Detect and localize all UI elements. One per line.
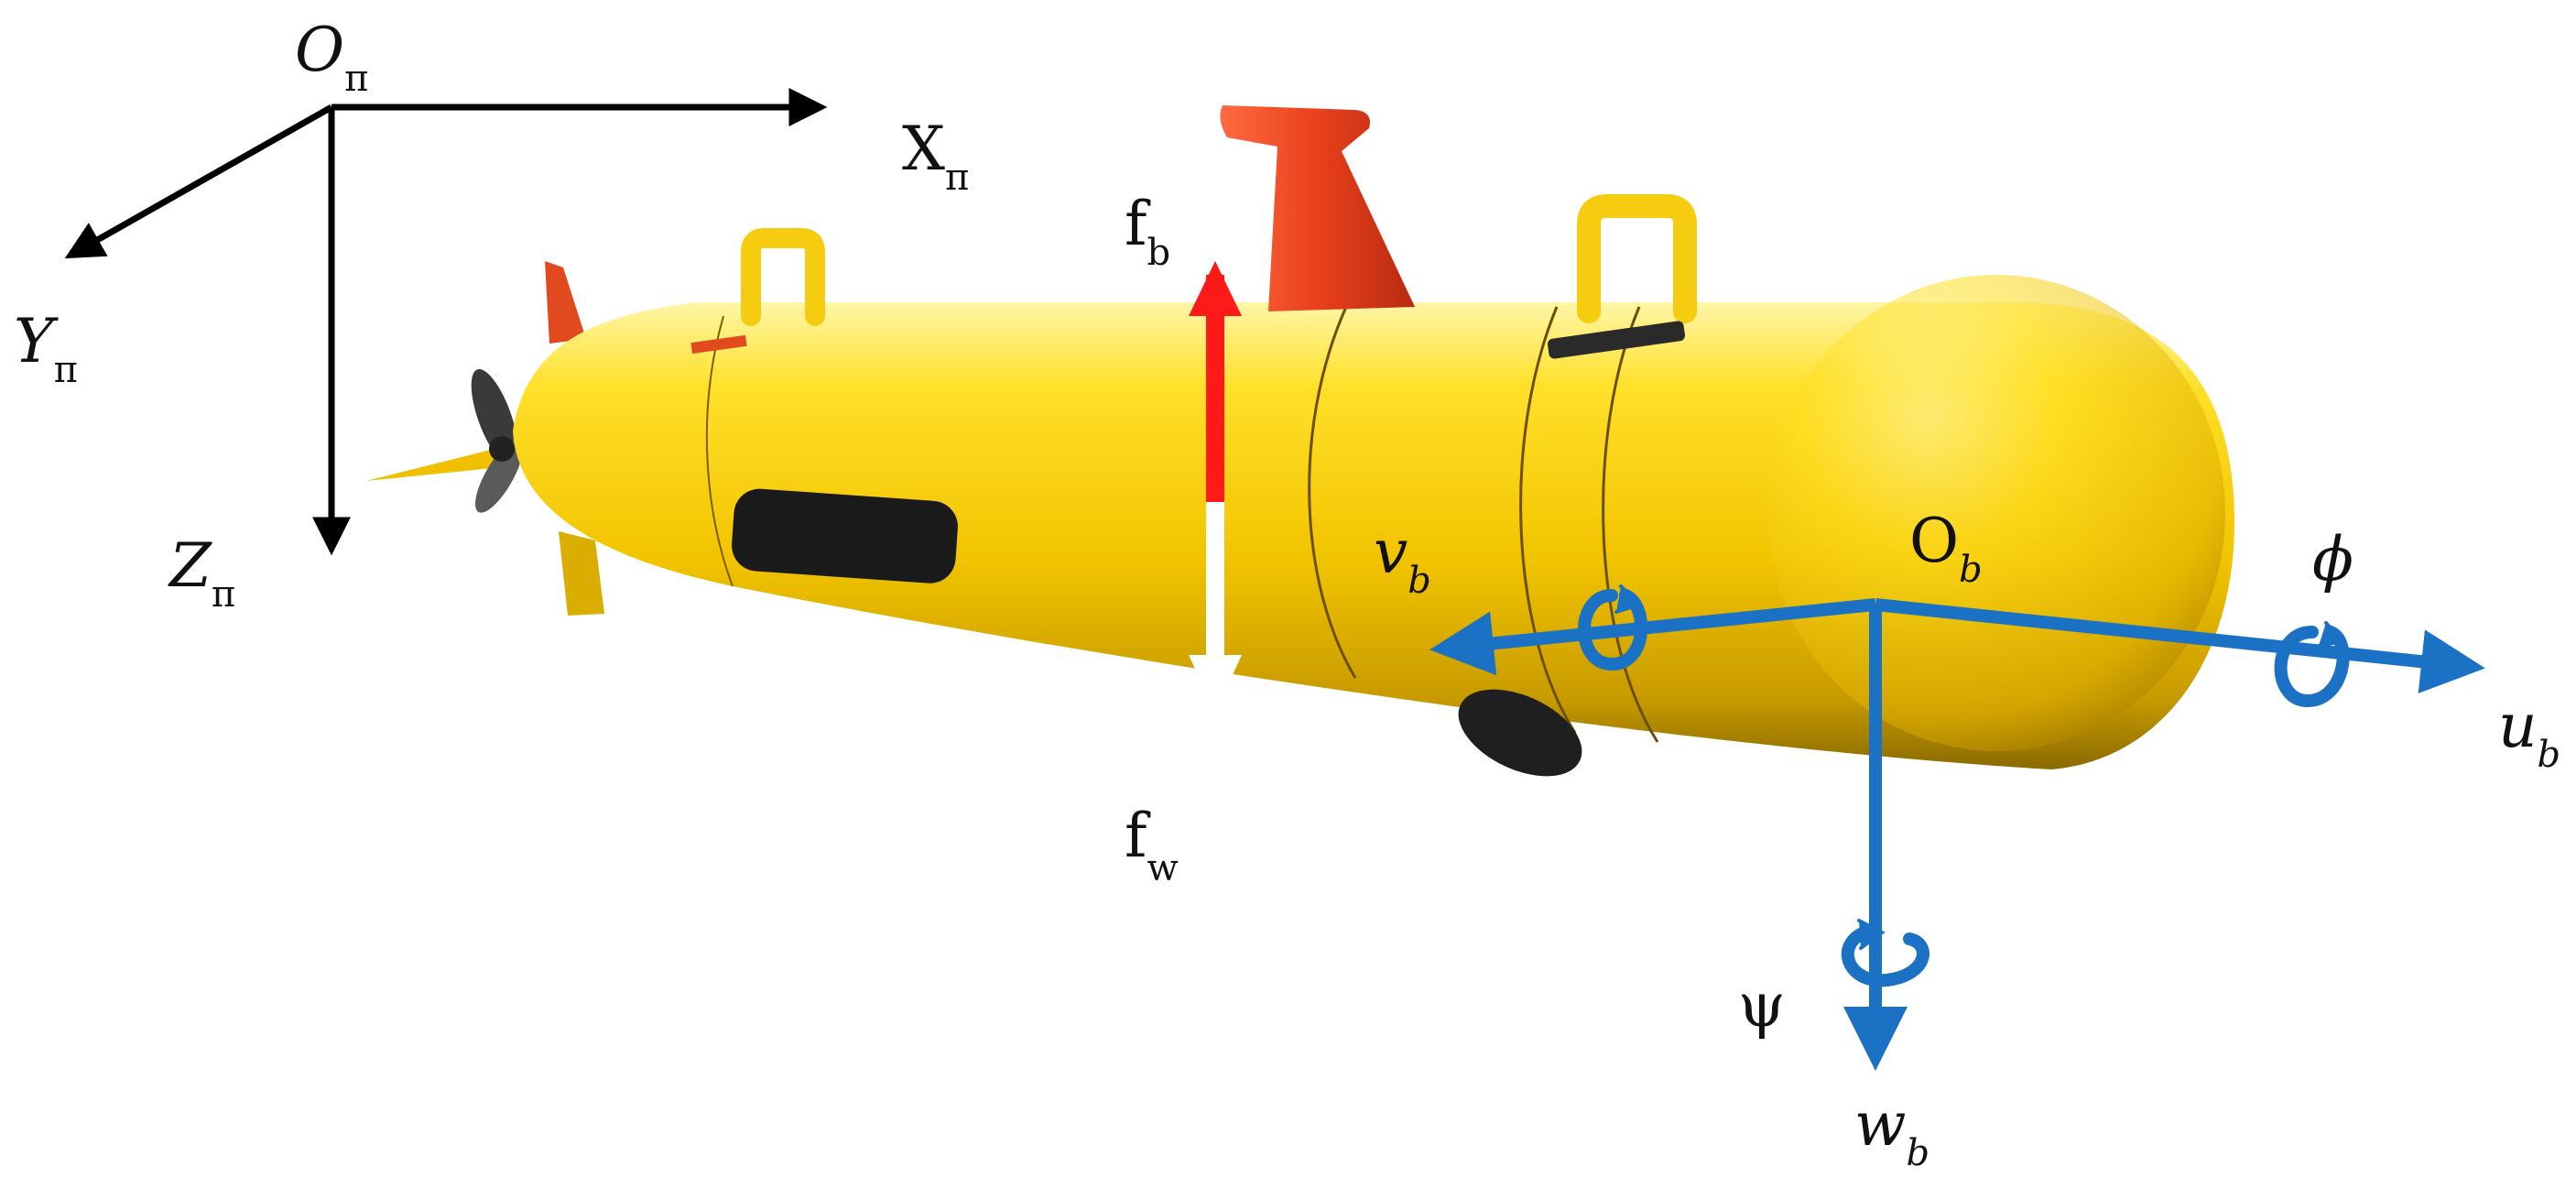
- rear-label-icon: [690, 334, 747, 354]
- w-body-label: wb: [1854, 1095, 1929, 1173]
- v-axis-arrow: [1429, 598, 1876, 676]
- z-inertial-label: Zπ: [169, 536, 235, 614]
- yaw-angle-label: ψ: [1738, 976, 1786, 1036]
- u-axis-arrow: [1875, 598, 2485, 694]
- buoyancy-arrowhead: [1189, 261, 1242, 316]
- y-axis-arrow: [64, 104, 333, 259]
- origin-inertial-label: Oπ: [295, 20, 368, 98]
- yaw-rotation-icon: [1841, 919, 1929, 987]
- antenna-mast-icon: [1220, 105, 1415, 311]
- weight-force-label: fw: [1125, 806, 1179, 888]
- force-arrows: [1189, 261, 1242, 713]
- roll-angle-label: ϕ: [2312, 529, 2353, 590]
- propeller-icon: [366, 368, 523, 513]
- weight-arrowhead: [1189, 655, 1242, 713]
- w-body-sub: b: [1906, 1132, 1930, 1174]
- y-inertial-sub: π: [53, 349, 78, 391]
- v-body-label: vb: [1374, 522, 1431, 600]
- x-inertial-letter: X: [902, 114, 945, 184]
- side-sensor-icon: [732, 488, 958, 584]
- buoyancy-force-label: fb: [1125, 194, 1170, 272]
- origin-body-sub: b: [1959, 549, 1983, 591]
- z-inertial-sub: π: [211, 573, 236, 616]
- y-inertial-label: Yπ: [14, 311, 78, 389]
- roll-rotation-icon: [2274, 621, 2350, 708]
- u-body-label: ub: [2498, 696, 2560, 774]
- lower-fin-icon: [559, 531, 604, 616]
- rear-handle-icon: [741, 228, 825, 326]
- weight-force-sub: w: [1147, 847, 1179, 889]
- buoyancy-force-sub: b: [1147, 232, 1171, 274]
- v-body-sub: b: [1408, 560, 1431, 602]
- v-body-letter: v: [1374, 517, 1408, 587]
- z-inertial-letter: Z: [169, 530, 212, 601]
- x-inertial-sub: π: [945, 157, 970, 199]
- pitch-rotation-icon: [1578, 584, 1648, 671]
- auv-vehicle: [366, 105, 2234, 777]
- upper-fin-icon: [545, 261, 586, 344]
- u-body-sub: b: [2537, 734, 2561, 776]
- origin-inertial-letter: O: [295, 15, 345, 85]
- origin-body-label: Ob: [1909, 511, 1983, 589]
- buoyancy-force-letter: f: [1125, 189, 1147, 259]
- weight-force-letter: f: [1125, 801, 1147, 871]
- roll-angle-letter: ϕ: [2312, 524, 2353, 594]
- x-inertial-label: Xπ: [902, 119, 969, 197]
- origin-body-letter: O: [1909, 506, 1960, 576]
- y-inertial-letter: Y: [14, 306, 54, 376]
- thruster-port-icon: [1458, 689, 1582, 777]
- origin-inertial-sub: π: [344, 58, 369, 100]
- w-body-letter: w: [1854, 1089, 1907, 1160]
- body-frame: [1429, 584, 2485, 1071]
- yaw-angle-letter: ψ: [1738, 970, 1786, 1041]
- front-handle-icon: [1577, 194, 1697, 323]
- hull-nose: [1767, 275, 2225, 751]
- inertial-frame: [64, 88, 828, 556]
- u-body-letter: u: [2498, 691, 2538, 761]
- top-slot-icon: [1547, 321, 1686, 359]
